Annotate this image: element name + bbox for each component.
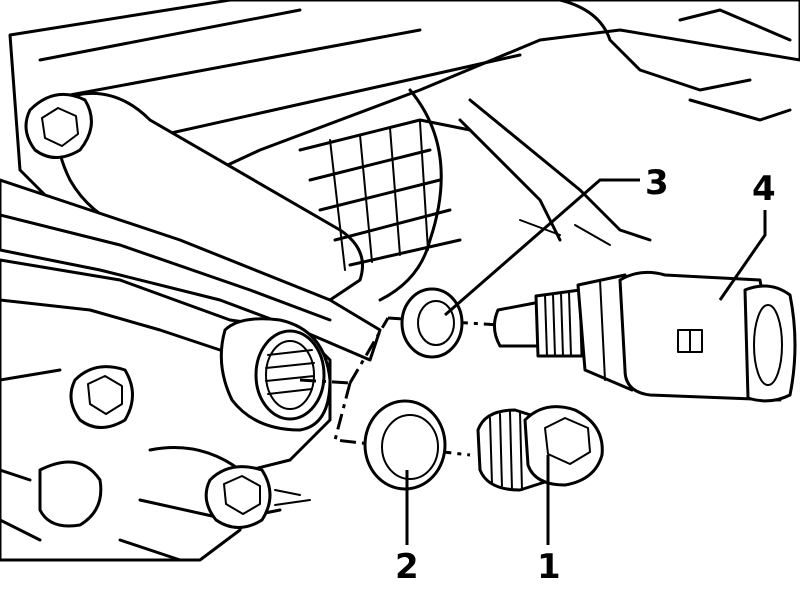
- temperature-sensor-part: [493, 270, 797, 403]
- callout-label-1: 1: [537, 547, 561, 587]
- callout-label-2: 2: [395, 547, 419, 587]
- callout-label-3: 3: [645, 163, 669, 203]
- callout-label-4: 4: [752, 169, 776, 209]
- callout-leader-lines: [405, 178, 767, 545]
- sealing-ring-part: [363, 399, 447, 491]
- o-ring-part: [400, 287, 464, 359]
- plug-bolt-part: [476, 405, 604, 492]
- engine-housing: [0, 0, 800, 562]
